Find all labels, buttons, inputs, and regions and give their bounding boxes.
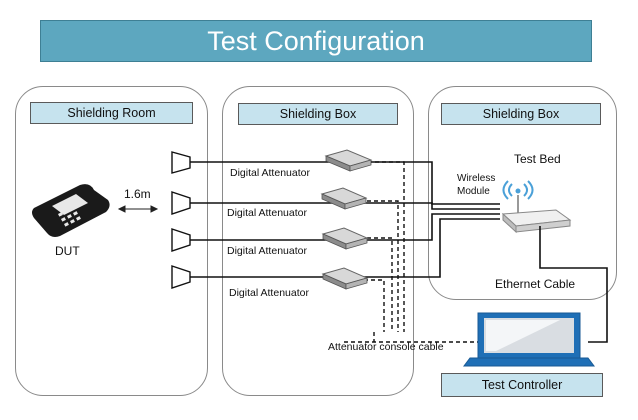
attenuator-label-4: Digital Attenuator [229,287,309,299]
distance-label: 1.6m [124,187,151,201]
horn-antenna-icon [171,265,191,289]
dut-label: DUT [55,244,80,258]
wireless-module-label-line1: Wireless [457,173,496,184]
horn-antenna-icon [171,228,191,252]
attenuator-icon [324,149,373,172]
attenuator-label-3: Digital Attenuator [227,245,307,257]
attenuator-icon [320,187,368,210]
page-title: Test Configuration [40,20,592,62]
console-cable-label: Attenuator console cable [328,341,444,353]
shielding-room-label: Shielding Room [30,102,193,124]
attenuator-icon [321,227,369,250]
test-controller-label: Test Controller [441,373,603,397]
ethernet-cable-label: Ethernet Cable [495,277,576,291]
attenuator-label-1: Digital Attenuator [230,167,310,179]
test-bed-label: Test Bed [514,152,561,166]
wireless-router-icon [501,195,572,234]
horn-antenna-icon [171,191,191,215]
laptop-icon [463,312,595,367]
shielding-box-label-2: Shielding Box [441,103,601,125]
payment-terminal-icon [32,184,110,237]
attenuator-icon [321,267,369,290]
attenuator-label-2: Digital Attenuator [227,207,307,219]
shielding-box-panel-1 [222,86,414,396]
shielding-box-label-1: Shielding Box [238,103,398,125]
wireless-module-label-line2: Module [457,186,490,197]
horn-antenna-icon [171,151,191,174]
wifi-icon [502,180,534,200]
double-arrow-icon [117,205,159,213]
